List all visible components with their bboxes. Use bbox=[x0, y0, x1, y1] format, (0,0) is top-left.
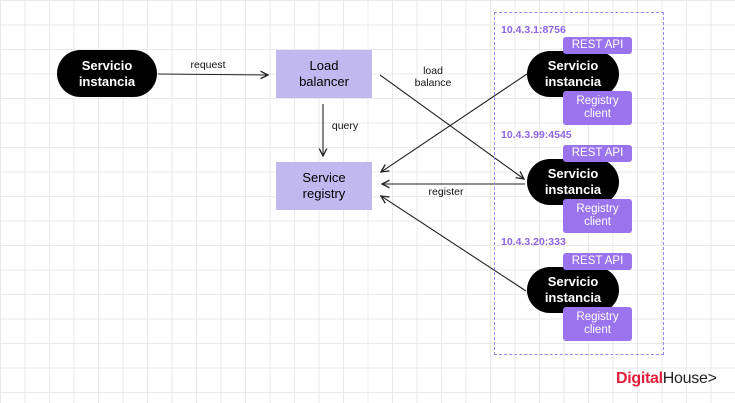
client-service-pill: Servicio instancia bbox=[57, 50, 157, 97]
load-balance-arrow bbox=[379, 74, 524, 179]
registry-client-tag: Registry client bbox=[563, 199, 632, 233]
service-registry-box: Service registry bbox=[276, 162, 372, 210]
request-label: request bbox=[190, 59, 226, 71]
register-arrow-1 bbox=[381, 73, 528, 172]
rest-api-tag: REST API bbox=[563, 145, 632, 162]
register-arrow-3 bbox=[381, 196, 527, 292]
register-label: register bbox=[428, 186, 464, 198]
load-balancer-box: Load balancer bbox=[276, 50, 372, 98]
instance-ip: 10.4.3.1:8756 bbox=[501, 24, 566, 36]
service-instances-frame bbox=[494, 12, 664, 355]
request-arrow bbox=[157, 74, 268, 75]
digital-house-logo: DigitalHouse> bbox=[616, 370, 717, 388]
service-instance-pill: Servicio instancia bbox=[527, 51, 619, 97]
rest-api-tag: REST API bbox=[563, 253, 632, 270]
load-balance-label: load balance bbox=[414, 65, 452, 89]
logo-chevron-icon: > bbox=[707, 370, 717, 387]
instance-ip: 10.4.3.99:4545 bbox=[501, 129, 572, 141]
logo-house: House bbox=[662, 370, 708, 387]
service-instance-pill: Servicio instancia bbox=[527, 159, 619, 205]
registry-client-tag: Registry client bbox=[563, 307, 632, 341]
logo-digital: Digital bbox=[616, 370, 663, 387]
rest-api-tag: REST API bbox=[563, 37, 632, 54]
instance-ip: 10.4.3.20:333 bbox=[501, 236, 566, 248]
query-label: query bbox=[331, 120, 359, 132]
registry-client-tag: Registry client bbox=[563, 91, 632, 125]
service-instance-pill: Servicio instancia bbox=[527, 267, 619, 313]
